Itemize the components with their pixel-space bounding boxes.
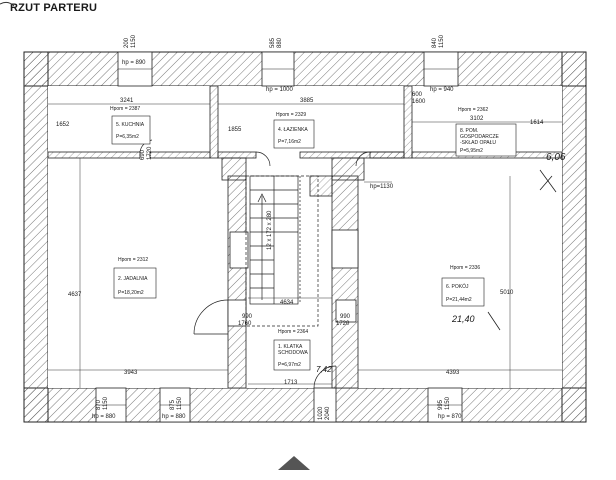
utility-height: Hpom = 2362 bbox=[458, 107, 488, 113]
dim-top-3b: 1150 bbox=[439, 34, 445, 48]
kitchen-name: 5. KUCHNIA bbox=[116, 122, 145, 128]
dim-top-1b: 1150 bbox=[131, 34, 137, 48]
dim-top-2b: 880 bbox=[277, 37, 283, 48]
dining-depth-dim: 4637 bbox=[68, 292, 82, 298]
dining-height: Hpom = 2312 bbox=[118, 257, 148, 263]
room6-height: Hpom = 2336 bbox=[450, 265, 480, 271]
opening-label-hp1000: hp = 1000 bbox=[266, 87, 294, 93]
handwritten-note-1: 6,06 bbox=[546, 152, 566, 163]
staircase-width-dim: 1713 bbox=[284, 380, 298, 386]
dining-area: P=18,20m2 bbox=[118, 290, 144, 296]
opening-label-hp1130: hp=1130 bbox=[370, 184, 394, 190]
stairs-left-dim-a: 990 bbox=[242, 314, 253, 320]
dining-label-box bbox=[113, 267, 157, 299]
dim-top-2a: 585 bbox=[270, 37, 276, 48]
entrance-arrow-icon bbox=[278, 456, 310, 470]
dim-690: 690 bbox=[140, 149, 146, 160]
room6-width-dim: 4393 bbox=[446, 370, 460, 376]
dim-bot-1b: 1150 bbox=[103, 396, 109, 410]
dining-name: 2. JADALNIA bbox=[118, 276, 148, 282]
utility-depth-dim: 1614 bbox=[530, 120, 544, 126]
bathroom-height: Hpom = 2329 bbox=[276, 112, 306, 118]
utility-name-3: -SKŁAD OPAŁU bbox=[460, 140, 496, 146]
dimension-lines bbox=[48, 103, 562, 388]
staircase-label-box bbox=[273, 339, 311, 371]
utility-name-2: GOSPODARCZE bbox=[460, 134, 500, 140]
opening-label-hp880-a: hp = 880 bbox=[92, 414, 116, 420]
staircase-height: Hpom = 2364 bbox=[278, 329, 308, 335]
dim-top-3a: 840 bbox=[432, 37, 438, 48]
opening-label-hp890: hp = 890 bbox=[122, 60, 146, 66]
door-swings bbox=[139, 139, 371, 389]
kitchen-depth-dim: 1652 bbox=[56, 122, 70, 128]
utility-area: P=5,95m2 bbox=[460, 148, 483, 154]
bathroom-depth-dim: 1855 bbox=[228, 127, 242, 133]
dim-bot-3a: 1020 bbox=[318, 406, 324, 420]
dim-bot-3b: 2040 bbox=[325, 406, 331, 420]
dining-width-dim: 3943 bbox=[124, 370, 138, 376]
stairs-left-dim-b: 1760 bbox=[238, 321, 252, 327]
dim-bot-2a: 875 bbox=[170, 399, 176, 410]
dim-top-1a: 200 bbox=[124, 37, 130, 48]
bathroom-label-box bbox=[273, 119, 315, 149]
kitchen-width-dim: 3241 bbox=[120, 98, 134, 104]
dim-1720: 1720 bbox=[147, 146, 153, 160]
staircase-name-2: SCHODOWA bbox=[278, 350, 308, 356]
dim-1600: 1600 bbox=[412, 99, 426, 105]
stairs-right-dim-b: 1720 bbox=[336, 321, 350, 327]
opening-label-hp940: hp = 940 bbox=[430, 87, 454, 93]
kitchen-height: Hpom = 2387 bbox=[110, 106, 140, 112]
corner-mark-icon bbox=[0, 1, 15, 7]
bathroom-name: 4. ŁAZIENKA bbox=[278, 127, 308, 133]
bathroom-width-dim: 3885 bbox=[300, 98, 314, 104]
kitchen-label-box bbox=[111, 115, 151, 145]
stairs-right-dim-a: 990 bbox=[340, 314, 351, 320]
handwritten-mark-icon bbox=[539, 169, 557, 193]
dim-bot-4a: 995 bbox=[438, 399, 444, 410]
dim-bot-4b: 1150 bbox=[445, 396, 451, 410]
room6-depth-dim: 5010 bbox=[500, 290, 514, 296]
bathroom-area: P=7,16m2 bbox=[278, 139, 301, 145]
staircase-area: P=6,97m2 bbox=[278, 362, 301, 368]
room6-label-box bbox=[441, 277, 485, 307]
dim-600: 600 bbox=[412, 92, 423, 98]
drawing-title: RZUT PARTERU bbox=[10, 2, 98, 14]
kitchen-area: P=6,35m2 bbox=[116, 134, 139, 140]
utility-width-dim: 3102 bbox=[470, 116, 484, 122]
opening-label-hp870: hp = 870 bbox=[438, 414, 462, 420]
window-symbols bbox=[96, 68, 462, 406]
opening-label-hp880-b: hp = 880 bbox=[162, 414, 186, 420]
handwritten-note-2: 21,40 bbox=[451, 314, 475, 324]
utility-name-1: 8. POM. bbox=[460, 128, 478, 134]
room6-area: P=21,44m2 bbox=[446, 297, 472, 303]
room6-name: 6. POKÓJ bbox=[446, 283, 469, 290]
handwritten-note-3: 7,42 bbox=[316, 365, 332, 374]
stair-note: 12 x 172 x 280 bbox=[267, 210, 273, 250]
dim-bot-2b: 1150 bbox=[177, 396, 183, 410]
dim-bot-1a: 870 bbox=[96, 399, 102, 410]
handwritten-tick-icon bbox=[487, 311, 501, 331]
staircase bbox=[245, 175, 319, 327]
utility-label-box bbox=[455, 123, 517, 157]
staircase-name-1: 1. KLATKA bbox=[278, 344, 303, 350]
staircase-depth-dim: 4634 bbox=[280, 300, 294, 306]
